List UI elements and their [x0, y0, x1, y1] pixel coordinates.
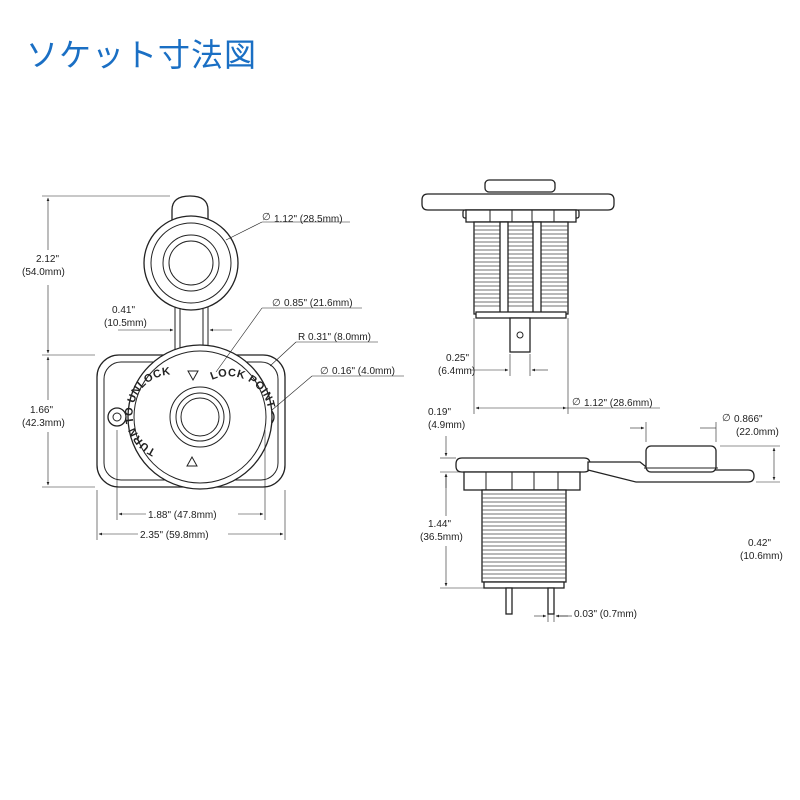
dim-terminal-thickness: 0.03" (0.7mm) [574, 609, 637, 620]
dim-corner-radius: R 0.31" (8.0mm) [298, 332, 371, 343]
thread-lines [474, 225, 568, 307]
dim-body-length-mm: (36.5mm) [420, 532, 463, 543]
dim-hole-diameter: 0.16" (4.0mm) [332, 366, 395, 377]
dim-overall-height-mm: (54.0mm) [22, 267, 65, 278]
dim-plate-height-in: 1.66" [30, 405, 53, 416]
dim-flange-thickness-in: 0.19" [428, 407, 451, 418]
dia-symbol-ring: ∅ [272, 298, 281, 309]
dim-cap-diameter-mm: (22.0mm) [736, 427, 779, 438]
page-title: ソケット寸法図 [26, 36, 258, 74]
front-view: TURN TO UNLOCK LOCK POINT 2.12" (54.0mm)… [22, 195, 404, 541]
dim-plate-height-mm: (42.3mm) [22, 418, 65, 429]
dim-ring-diameter: 0.85" (21.6mm) [284, 298, 353, 309]
socket-ring [127, 344, 273, 490]
dim-cap-diameter: 1.12" (28.5mm) [274, 214, 343, 225]
dim-cap-height-mm: (10.6mm) [740, 551, 783, 562]
dim-hole-spacing: 1.88" (47.8mm) [148, 510, 217, 521]
dim-terminal-width-mm: (6.4mm) [438, 366, 475, 377]
dim-strap-width-in: 0.41" [112, 305, 135, 316]
mounting-hole-left [107, 407, 127, 427]
dim-overall-height-in: 2.12" [36, 254, 59, 265]
dim-body-length-in: 1.44" [428, 519, 451, 530]
dim-plate-width: 2.35" (59.8mm) [140, 530, 209, 541]
dim-cap-height-in: 0.42" [748, 538, 771, 549]
side-view-top: 0.25" (6.4mm) ∅ 1.12" (28.6mm) [421, 179, 660, 414]
cap-outer [143, 215, 239, 311]
dia-symbol-cap-side: ∅ [722, 413, 731, 424]
dia-symbol-hole: ∅ [320, 366, 329, 377]
dim-cap-diameter-in: 0.866" [734, 414, 763, 425]
dim-flange-thickness-mm: (4.9mm) [428, 420, 465, 431]
dia-symbol-cap: ∅ [262, 212, 271, 223]
dim-strap-width-mm: (10.5mm) [104, 318, 147, 329]
dim-body-diameter: 1.12" (28.6mm) [584, 398, 653, 409]
side-view-bottom: 0.19" (4.9mm) 1.44" (36.5mm) ∅ 0.866" (2… [420, 407, 783, 622]
dia-symbol-body: ∅ [572, 397, 581, 408]
dim-terminal-width-in: 0.25" [446, 353, 469, 364]
